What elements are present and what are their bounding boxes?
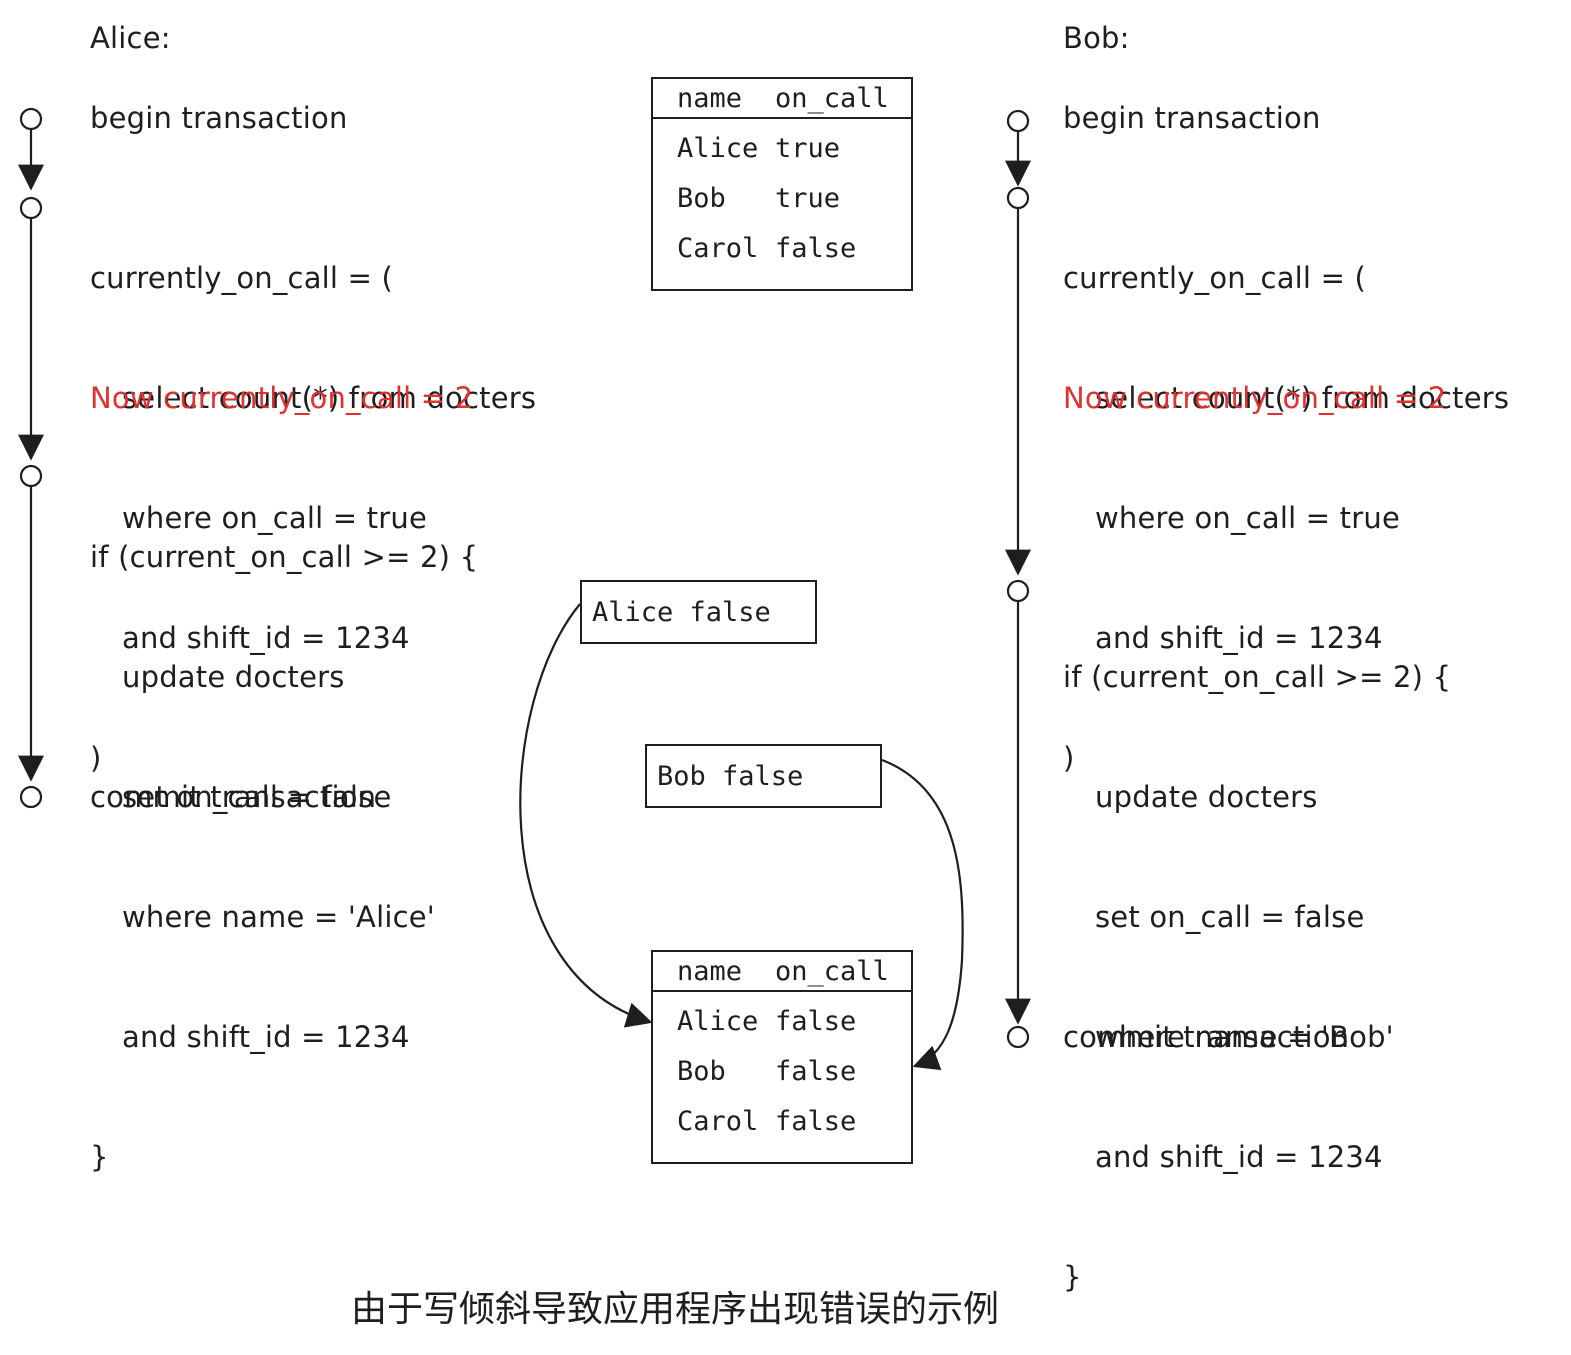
cell-on-call: false [775,232,857,264]
bob-select-block: currently_on_call = ( select count(*) fr… [1063,178,1509,858]
cell-name: Alice [677,1005,759,1037]
cell-on-call: false [775,1005,857,1037]
alice-step-begin [19,107,43,131]
table-row: Alice true [653,123,911,173]
cell-name: Alice [677,132,759,164]
code-line: and shift_id = 1234 [122,621,410,655]
alice-update-block: if (current_on_call >= 2) { update docte… [90,457,478,1257]
table-row: Bob false [653,1046,911,1096]
alice-begin-label: begin transaction [90,101,348,135]
bob-write-box: Bob false [645,744,882,808]
header-name: name [677,82,743,114]
alice-commit-label: commit transaction [90,780,377,814]
table-row: Carol false [653,223,911,273]
header-on-call: on_call [775,955,889,987]
table-after: name on_call Alice false Bob false Carol… [651,950,913,1164]
alice-step-commit [19,785,43,809]
bob-step-update [1006,579,1030,603]
bob-begin-label: begin transaction [1063,101,1321,135]
table-row: Bob true [653,173,911,223]
code-line: } [90,1140,109,1174]
table-header: name on_call [653,952,911,992]
cell-on-call: true [775,132,841,164]
cell-name: Carol [677,1105,759,1137]
alice-step-select [19,196,43,220]
code-line: select count(*) from docters [1095,381,1510,415]
table-row: Alice false [653,996,911,1046]
code-line: ) [90,741,102,775]
cell-on-call: true [775,182,841,214]
bob-step-commit [1006,1025,1030,1049]
alice-select-block: currently_on_call = ( select count(*) fr… [90,178,536,858]
code-line: if (current_on_call >= 2) { [90,540,479,574]
bob-commit-label: commit transaction [1063,1020,1350,1054]
code-line: select count(*) from docters [122,381,537,415]
code-line: where on_call = true [1095,501,1400,535]
code-line: } [1063,1260,1082,1294]
alice-write-text: Alice false [592,596,771,628]
figure-caption: 由于写倾斜导致应用程序出现错误的示例 [350,1289,999,1330]
code-line: update docters [122,660,345,694]
header-name: name [677,955,743,987]
bob-write-connector [881,758,964,1071]
table-before: name on_call Alice true Bob true Carol f… [651,77,913,291]
code-line: currently_on_call = ( [90,261,394,295]
code-line: where name = 'Alice' [122,900,435,934]
alice-step-update [19,464,43,488]
alice-title: Alice: [90,21,171,55]
code-line: if (current_on_call >= 2) { [1063,660,1452,694]
code-line: update docters [1095,780,1318,814]
cell-name: Carol [677,232,759,264]
bob-step-begin [1006,109,1030,133]
bob-write-text: Bob false [657,760,804,792]
code-line: and shift_id = 1234 [1095,1140,1383,1174]
code-line: ) [1063,741,1075,775]
alice-now-note: Now currently_on_call = 2 [90,381,474,415]
code-line: where on_call = true [122,501,427,535]
alice-write-connector [519,603,653,1028]
code-line: set on_call = false [122,780,392,814]
cell-name: Bob [677,182,726,214]
code-line: and shift_id = 1234 [1095,621,1383,655]
cell-on-call: false [775,1055,857,1087]
bob-now-note: Now currently_on_call = 2 [1063,381,1447,415]
code-line: and shift_id = 1234 [122,1020,410,1054]
cell-on-call: false [775,1105,857,1137]
bob-update-block: if (current_on_call >= 2) { update docte… [1063,577,1451,1355]
table-row: Carol false [653,1096,911,1146]
table-header: name on_call [653,79,911,119]
code-line: currently_on_call = ( [1063,261,1367,295]
bob-step-select [1006,186,1030,210]
alice-write-box: Alice false [580,580,817,644]
bob-title: Bob: [1063,21,1130,55]
code-line: where name = 'Bob' [1095,1020,1394,1054]
cell-name: Bob [677,1055,726,1087]
code-line: set on_call = false [1095,900,1365,934]
header-on-call: on_call [775,82,889,114]
